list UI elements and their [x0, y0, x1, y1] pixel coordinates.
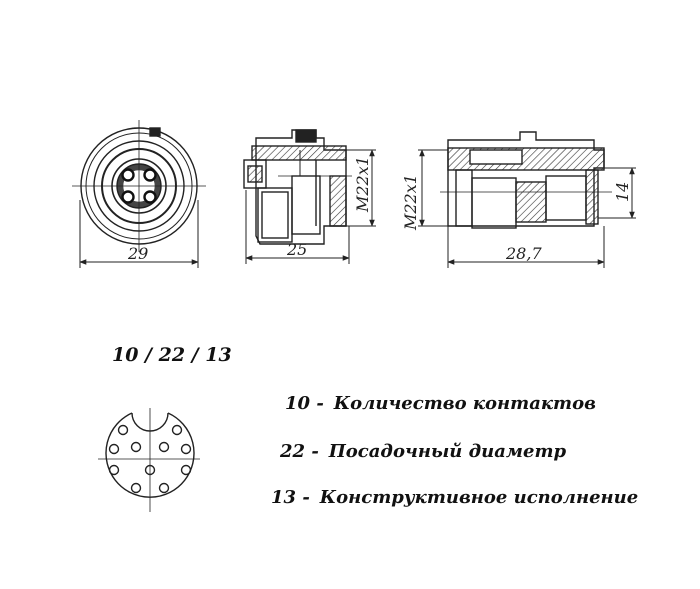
section-thread-dimension: M22x1	[401, 174, 420, 231]
legend-text: Конструктивное исполнение	[319, 487, 639, 508]
legend-number: 13 -	[271, 487, 310, 508]
legend-text: Посадочный диаметр	[328, 441, 567, 462]
legend-item-contacts: 10 - Количество контактов	[285, 393, 596, 414]
contact-layout-diagram	[98, 408, 200, 512]
section-length-dimension: 28,7	[505, 244, 542, 263]
side-view	[243, 129, 376, 264]
section-height-dimension: 14	[613, 182, 632, 202]
legend-number: 10 -	[285, 393, 324, 414]
contact-pin	[108, 424, 192, 494]
section-view	[418, 131, 636, 268]
designation-code: 10 / 22 / 13	[112, 344, 232, 366]
side-thread-dimension: M22x1	[353, 156, 372, 213]
legend-text: Количество контактов	[333, 393, 596, 414]
front-width-dimension: 29	[127, 244, 148, 263]
front-view	[72, 120, 206, 268]
legend-item-design: 13 - Конструктивное исполнение	[271, 487, 638, 508]
legend-item-diameter: 22 - Посадочный диаметр	[280, 441, 566, 462]
legend-number: 22 -	[280, 441, 319, 462]
side-length-dimension: 25	[286, 240, 307, 259]
